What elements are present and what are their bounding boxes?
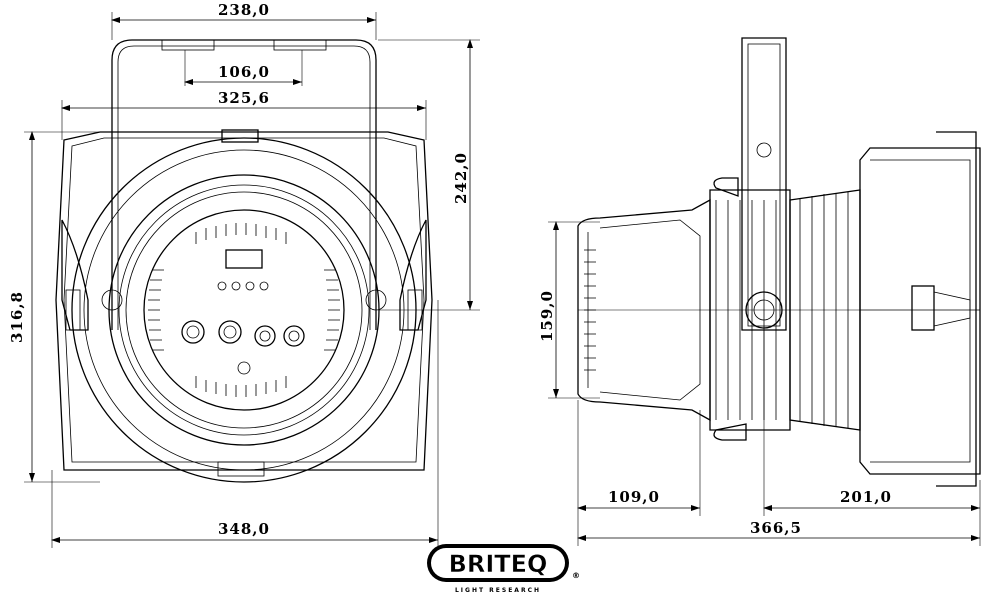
dim-front-body-width: 325,6	[218, 89, 270, 107]
dim-front-total-height: 316,8	[8, 291, 26, 343]
svg-text:®: ®	[572, 571, 580, 580]
dim-front-bracket-width: 238,0	[218, 1, 270, 19]
dim-side-front-depth: 109,0	[608, 488, 660, 506]
front-view	[55, 39, 433, 483]
dim-side-rear-depth: 201,0	[840, 488, 892, 506]
svg-text:LIGHT RESEARCH: LIGHT RESEARCH	[455, 587, 541, 594]
dim-front-bracket-inner: 106,0	[218, 63, 270, 81]
front-dimensions	[24, 12, 480, 548]
dim-side-total-depth: 366,5	[750, 519, 802, 537]
side-view	[577, 37, 981, 487]
dim-side-lens-height: 159,0	[538, 290, 556, 342]
briteq-logo: BRITEQ ® LIGHT RESEARCH	[427, 544, 580, 594]
side-dimensions	[548, 221, 981, 546]
dim-front-total-width: 348,0	[218, 520, 270, 538]
dim-front-bracket-height: 242,0	[452, 152, 470, 204]
svg-text:BRITEQ: BRITEQ	[449, 550, 548, 578]
